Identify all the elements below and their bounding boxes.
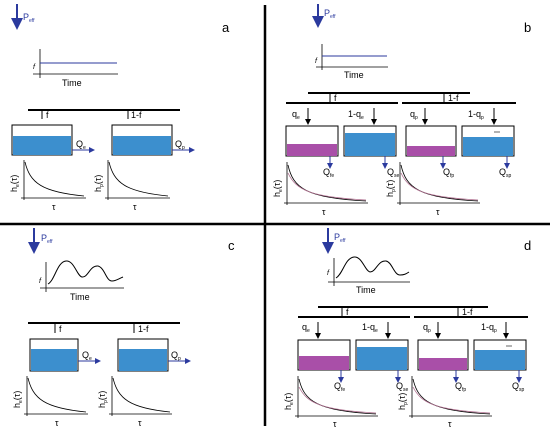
branch-label-left: f: [59, 324, 62, 334]
tau-label: τ: [448, 419, 452, 429]
ttd-ylabel-left: he(τ): [272, 180, 284, 197]
reservoir-fast-pre-event: [407, 146, 455, 156]
outflow-label: Qfe: [323, 167, 334, 179]
panel-a: a Peff f Time f 1-f Qe Qp he(τ) τ hp(τ) …: [9, 4, 230, 212]
reservoir-slow-event: [357, 347, 407, 370]
q-label: qp: [423, 322, 431, 334]
reservoir-slow-pre-event: [463, 137, 513, 156]
f-axis-label: f: [315, 58, 318, 65]
ttd-ylabel-right: hp(τ): [97, 391, 109, 408]
outflow-label: Qfp: [455, 381, 466, 393]
branch-label-right: 1-f: [462, 307, 473, 317]
branch-label-left: f: [46, 110, 49, 120]
ttd-curve: [400, 164, 479, 202]
reservoir-fast-pre-event: [419, 358, 467, 370]
ttd-ylabel-right: hp(τ): [397, 393, 409, 410]
outflow-label-left: Qe: [82, 350, 92, 362]
q-label: qp: [410, 109, 418, 121]
reservoir-event-water: [13, 136, 71, 155]
ttd-ylabel-left: he(τ): [283, 393, 295, 410]
reservoir-fast-event: [287, 144, 337, 156]
ttd-curve-second: [412, 386, 491, 414]
ttd-ylabel-right: hp(τ): [93, 175, 105, 192]
tau-label: τ: [133, 202, 137, 212]
reservoir-pre-event-water: [113, 136, 171, 155]
time-axis-label: Time: [344, 70, 364, 80]
q-label: qe: [292, 109, 300, 121]
tau-label: τ: [436, 207, 440, 217]
f-axis-label: f: [327, 270, 330, 277]
outflow-label: Qse: [387, 167, 400, 179]
q-label: 1-qe: [348, 109, 364, 121]
tau-label: τ: [322, 207, 326, 217]
tau-label: τ: [52, 202, 56, 212]
panel-letter: d: [524, 238, 531, 253]
ttd-curve: [27, 377, 87, 413]
tau-label: τ: [138, 418, 142, 428]
q-label: 1-qe: [362, 322, 378, 334]
ttd-ylabel-left: he(τ): [9, 175, 21, 192]
precip-label: Peff: [334, 232, 346, 244]
q-label: 1-qp: [481, 322, 497, 334]
panel-c: c Peff f Time f 1-f Qe Qp he(τ) τ hp(τ) …: [12, 228, 235, 428]
outflow-label-right: Qp: [171, 350, 181, 362]
branch-label-right: 1-f: [131, 110, 142, 120]
panel-d: d Peff f Time f 1-f qe 1-qe qp 1-qp: [283, 228, 531, 429]
input-series: [47, 260, 124, 285]
outflow-label: Qfe: [334, 381, 345, 393]
outflow-label-right: Qp: [175, 139, 185, 151]
ttd-curve-second: [400, 172, 479, 201]
q-label: qe: [302, 322, 310, 334]
q-label: 1-qp: [468, 109, 484, 121]
outflow-label-left: Qe: [76, 139, 86, 151]
branch-label-right: 1-f: [138, 324, 149, 334]
outflow-label: Qfp: [443, 167, 454, 179]
time-axis-label: Time: [356, 285, 376, 295]
outflow-label: Qsp: [499, 167, 512, 179]
ttd-ylabel-left: he(τ): [12, 391, 24, 408]
tau-label: τ: [55, 418, 59, 428]
branch-label-right: 1-f: [448, 93, 459, 103]
outflow-label: Qsp: [512, 381, 525, 393]
branch-label-left: f: [346, 307, 349, 317]
reservoir-slow-pre-event: [475, 350, 525, 370]
reservoir-slow-event: [345, 133, 395, 156]
outflow-label: Qse: [396, 381, 409, 393]
precip-label: Peff: [23, 12, 35, 24]
f-axis-label: f: [39, 278, 42, 285]
panel-letter: c: [228, 238, 235, 253]
ttd-ylabel-right: hp(τ): [385, 180, 397, 197]
ttd-curve-second: [298, 386, 377, 414]
time-axis-label: Time: [62, 78, 82, 88]
panel-letter: a: [222, 20, 230, 35]
f-axis-label: f: [33, 64, 36, 71]
branch-label-left: f: [334, 93, 337, 103]
tau-label: τ: [333, 419, 337, 429]
input-series: [335, 256, 410, 279]
reservoir-pre-event-water: [119, 349, 167, 371]
ttd-curve: [112, 377, 171, 413]
panel-letter: b: [524, 20, 531, 35]
reservoir-event-water: [31, 349, 77, 371]
precip-label: Peff: [324, 8, 336, 20]
panel-b: b Peff f Time f 1-f qe 1-qe qp 1-qp: [272, 4, 531, 217]
ttd-curve: [412, 378, 491, 415]
ttd-curve: [24, 161, 85, 197]
precip-label: Peff: [41, 233, 53, 245]
ttd-curve-second: [287, 172, 367, 201]
time-axis-label: Time: [70, 292, 90, 302]
reservoir-fast-event: [299, 356, 349, 370]
ttd-curve: [108, 161, 169, 197]
